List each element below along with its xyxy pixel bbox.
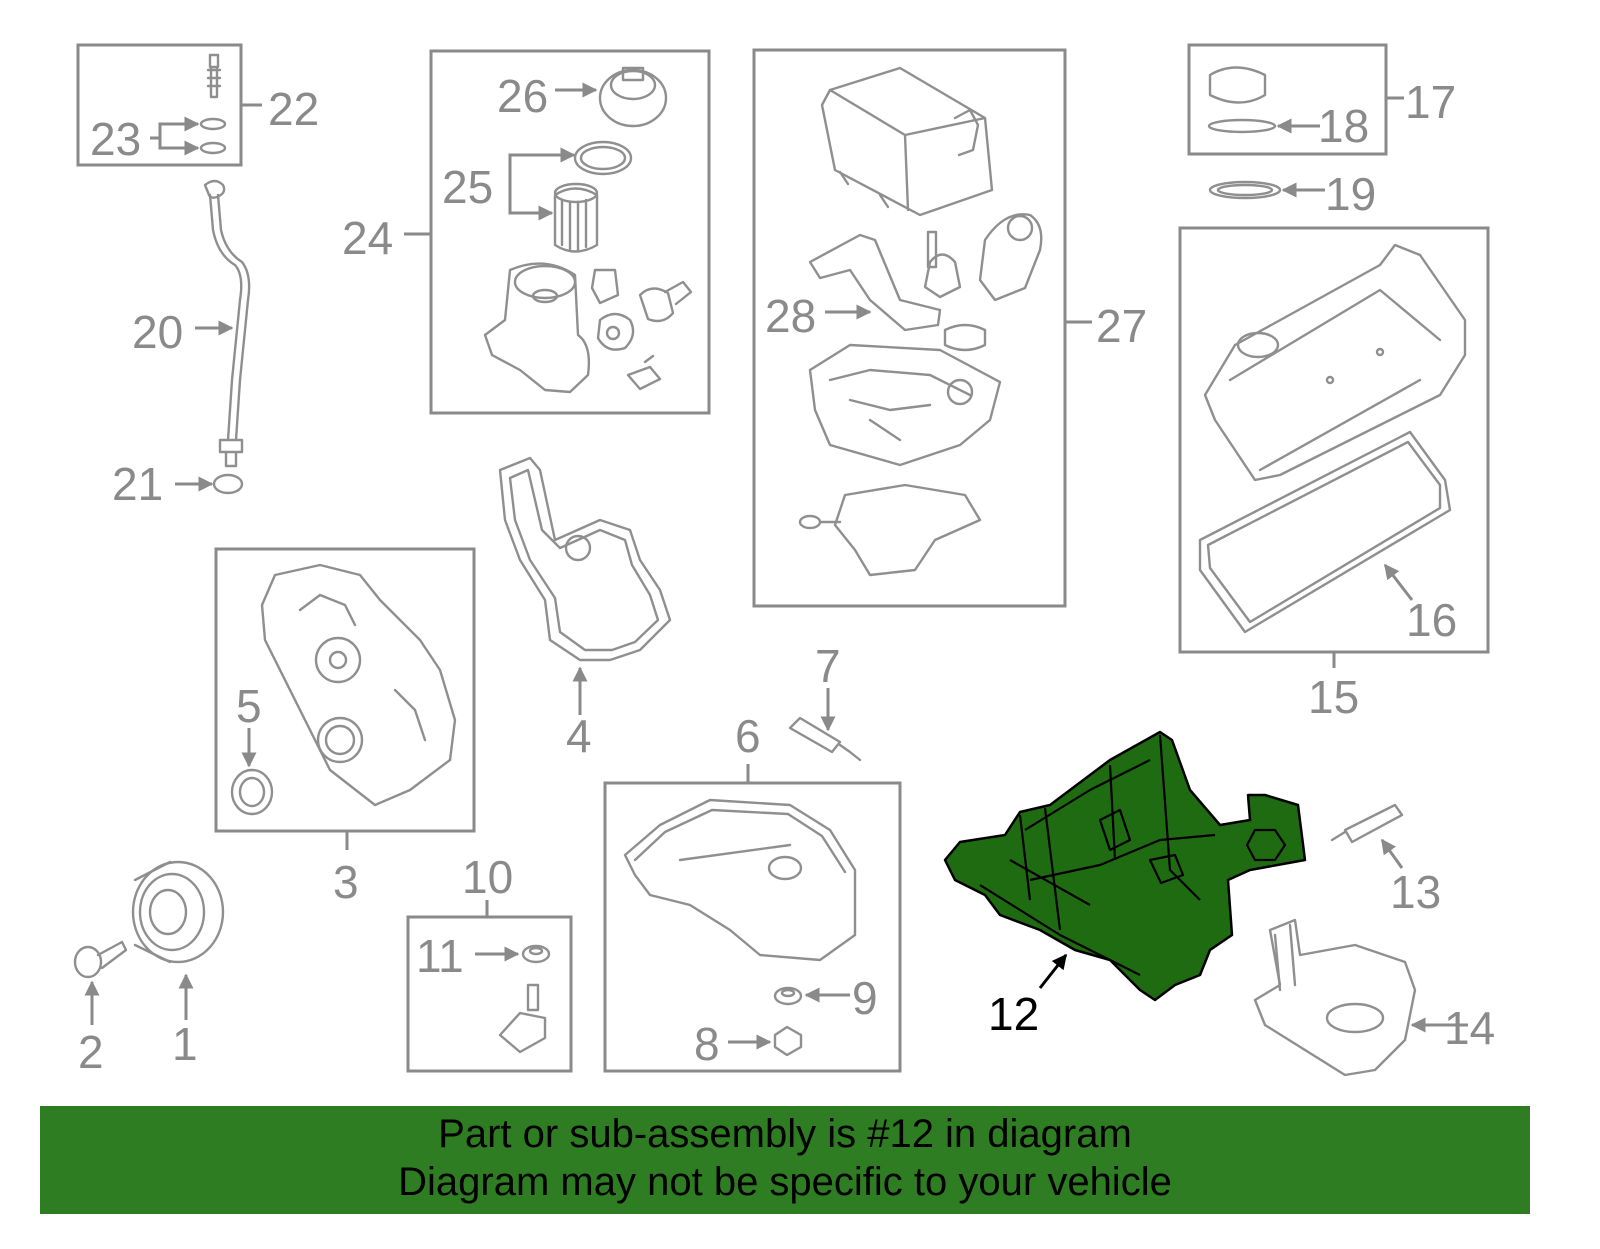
callout-21[interactable]: 21 (112, 458, 163, 510)
seal-part-18[interactable] (1207, 118, 1320, 134)
group-15-box (1178, 226, 1490, 668)
group-24-box (404, 49, 711, 415)
callout-24[interactable]: 24 (342, 212, 393, 264)
gasket-part-28[interactable] (808, 233, 942, 332)
bolt-part[interactable] (206, 53, 222, 99)
callout-6[interactable]: 6 (735, 710, 761, 762)
o-ring-part-21[interactable] (175, 473, 244, 495)
callout-2[interactable]: 2 (78, 1026, 104, 1078)
washer-part-9[interactable] (773, 986, 850, 1006)
callout-25[interactable]: 25 (442, 161, 493, 213)
callout-15[interactable]: 15 (1308, 671, 1359, 723)
callout-22[interactable]: 22 (268, 83, 319, 135)
callout-27[interactable]: 27 (1096, 300, 1147, 352)
callout-18[interactable]: 18 (1318, 100, 1369, 152)
seal-ring-part[interactable] (943, 323, 987, 352)
filter-cap-part-26[interactable] (555, 66, 668, 128)
seal-part-11[interactable] (475, 944, 551, 964)
banner-line-2: Diagram may not be specific to your vehi… (398, 1160, 1172, 1204)
info-banner: Part or sub-assembly is #12 in diagram D… (40, 1106, 1530, 1214)
callout-10[interactable]: 10 (462, 851, 513, 903)
callout-20[interactable]: 20 (132, 306, 183, 358)
callout-8[interactable]: 8 (694, 1018, 720, 1070)
banner-line-1: Part or sub-assembly is #12 in diagram (438, 1112, 1132, 1156)
oil-level-sensor-part[interactable] (498, 983, 547, 1054)
o-rings-part-23[interactable] (150, 116, 227, 156)
group-22-box (76, 43, 262, 167)
oil-cooler-gasket-part[interactable] (798, 483, 982, 577)
oil-pan-upper-part-12[interactable] (943, 730, 1307, 1002)
oil-cooler-part[interactable] (820, 66, 994, 217)
filter-element-part-25[interactable] (508, 147, 599, 253)
group-3-box (214, 547, 476, 850)
callout-17[interactable]: 17 (1405, 76, 1456, 128)
callout-5[interactable]: 5 (236, 680, 262, 732)
oil-cooler-fitting-part[interactable] (923, 213, 1043, 302)
timing-cover-part[interactable] (260, 563, 457, 807)
callout-14[interactable]: 14 (1444, 1002, 1495, 1054)
oil-cooler-bracket-part[interactable] (808, 343, 1002, 467)
filter-housing-part[interactable] (483, 262, 693, 394)
cap-part[interactable] (1208, 66, 1267, 104)
crank-seal-part-5[interactable] (230, 728, 274, 816)
sealant-tube-part-13[interactable] (1330, 803, 1404, 869)
callout-12[interactable]: 12 (988, 988, 1039, 1040)
group-6-box (603, 764, 902, 1073)
callout-23[interactable]: 23 (90, 113, 141, 165)
oil-pan-lower-part[interactable] (623, 798, 857, 962)
callout-19[interactable]: 19 (1325, 168, 1376, 220)
group-10-box (406, 900, 573, 1073)
crank-pulley-part-1[interactable] (131, 860, 225, 1020)
drain-plug-part-8[interactable] (728, 1025, 803, 1057)
callout-16[interactable]: 16 (1406, 594, 1457, 646)
callout-1[interactable]: 1 (172, 1018, 198, 1070)
valve-cover-gasket-part-16[interactable] (1198, 430, 1452, 634)
filter-seal-part[interactable] (573, 140, 633, 176)
callout-3[interactable]: 3 (333, 856, 359, 908)
oil-pump-part-14[interactable] (1253, 918, 1468, 1077)
sealant-tube-part-7[interactable] (788, 688, 862, 762)
dipstick-tube-part-20[interactable] (195, 179, 251, 468)
callout-26[interactable]: 26 (497, 70, 548, 122)
valve-cover-part[interactable] (1203, 243, 1467, 482)
group-27-box (752, 48, 1092, 608)
group-17-box (1187, 43, 1404, 156)
seal-part-19[interactable] (1208, 180, 1325, 200)
callout-9[interactable]: 9 (852, 972, 878, 1024)
callout-13[interactable]: 13 (1390, 866, 1441, 918)
callout-7[interactable]: 7 (815, 640, 841, 692)
timing-gasket-part-4[interactable] (498, 456, 672, 715)
callout-11[interactable]: 11 (416, 930, 464, 982)
pulley-bolt-part-2[interactable] (73, 940, 128, 1025)
callout-28[interactable]: 28 (765, 290, 816, 342)
callout-4[interactable]: 4 (566, 710, 592, 762)
